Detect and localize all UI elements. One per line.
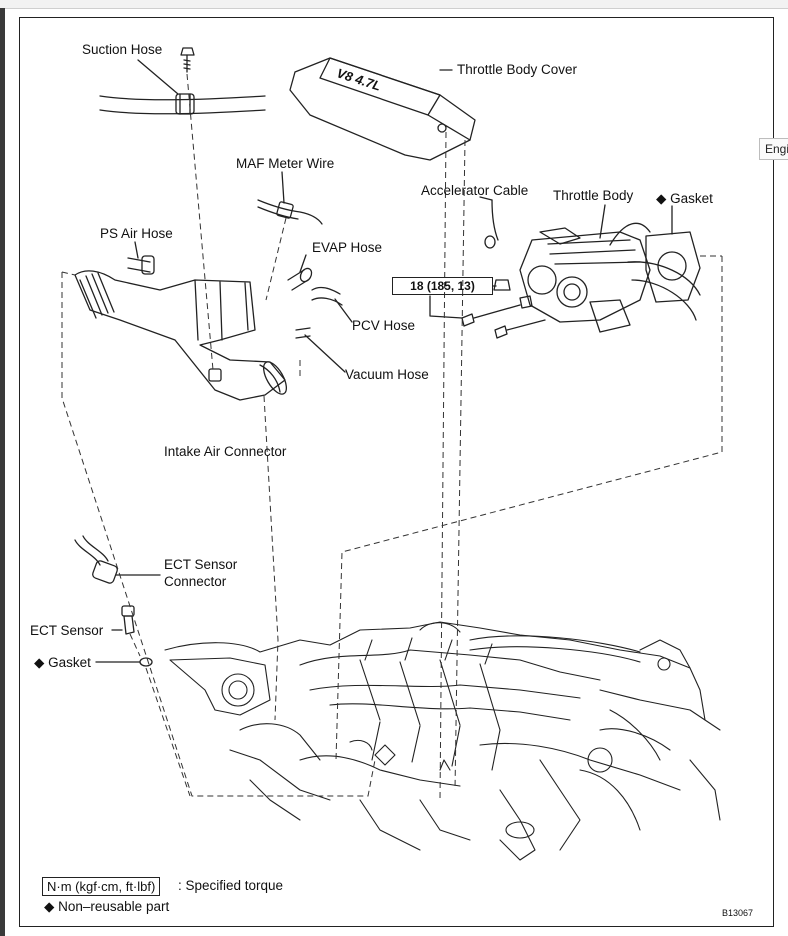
browser-top-strip [0,0,788,9]
accelerator-cable-drawing [479,196,499,249]
figure-code: B13067 [722,908,754,918]
label-ect-sensor-connector-line2: Connector [164,574,227,589]
ps-air-hose-drawing [127,241,155,275]
torque-bolts-drawing [429,279,546,339]
label-vacuum-hose: Vacuum Hose [345,367,429,382]
gasket-bottom-drawing [95,657,153,667]
label-suction-hose: Suction Hose [82,42,163,57]
diagram-frame [19,17,774,927]
side-tab-engine[interactable]: Engi [759,138,788,160]
left-scroll-edge [0,8,5,936]
label-accelerator-cable: Accelerator Cable [421,183,529,198]
bolt-top-drawing [180,47,195,73]
torque-spec-box: 18 (185, 13) [392,277,493,295]
dashed-leaders [61,73,723,801]
legend-torque-unit-box: N·m (kgf·cm, ft·lbf) [42,877,161,896]
engine-line-art [164,621,721,861]
label-intake-air-connector: Intake Air Connector [164,444,287,459]
label-pcv-hose: PCV Hose [352,318,416,333]
label-maf-meter-wire: MAF Meter Wire [236,156,335,171]
label-gasket-top: ◆ Gasket [656,191,713,206]
label-ect-sensor: ECT Sensor [30,623,104,638]
label-throttle-body: Throttle Body [553,188,634,203]
label-gasket-bottom: ◆ Gasket [34,655,91,670]
legend-nonreusable: ◆ Non–reusable part [44,899,170,914]
intake-air-connector-drawing [74,270,288,401]
throttle-body-drawing [519,204,701,333]
label-ps-air-hose: PS Air Hose [100,226,173,241]
ect-connector-drawing [74,535,161,584]
legend-torque-desc: : Specified torque [178,878,284,893]
ect-sensor-drawing [111,605,135,635]
gasket-top-drawing [645,205,701,303]
label-ect-sensor-connector-line1: ECT Sensor [164,557,238,572]
label-evap-hose: EVAP Hose [312,240,383,255]
maf-wire-drawing [257,171,323,225]
throttle-body-cover-drawing [289,57,476,161]
small-hoses-drawing [287,254,353,373]
label-throttle-body-cover: Throttle Body Cover [457,62,578,77]
suction-hose-drawing [99,59,266,115]
